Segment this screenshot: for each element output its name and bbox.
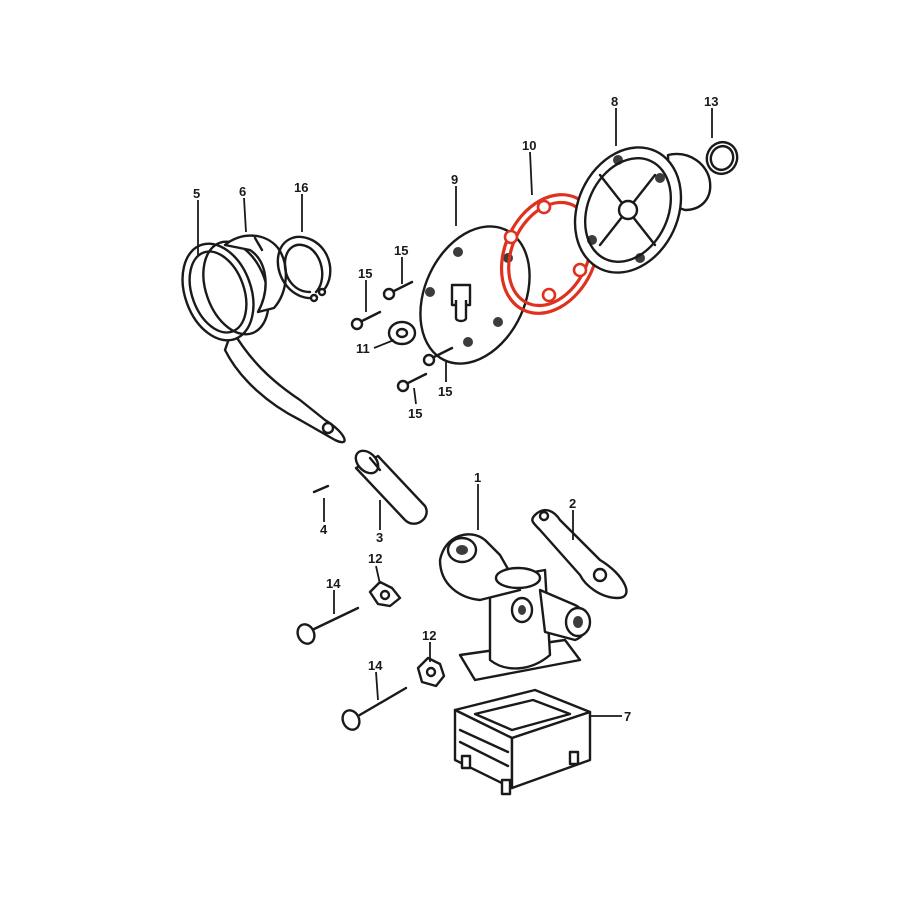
lock-washer-12b [416, 656, 446, 688]
part-5-lever-arm [181, 240, 346, 444]
callout-2: 2 [569, 496, 576, 511]
callout-1: 1 [474, 470, 481, 485]
part-11-washer [387, 320, 417, 346]
part-13-o-ring [705, 140, 739, 176]
callout-10: 10 [522, 138, 536, 153]
callout-14b: 14 [368, 658, 383, 673]
callout-8: 8 [611, 94, 618, 109]
screw-15a [382, 280, 414, 301]
part-3-shaft [354, 449, 428, 525]
callout-9: 9 [451, 172, 458, 187]
screw-15d [396, 372, 428, 393]
part-4-pin [312, 484, 330, 494]
callout-12a: 12 [368, 551, 382, 566]
callout-5: 5 [193, 186, 200, 201]
bolt-14a [296, 606, 360, 645]
part-15-screws [350, 280, 454, 393]
part-16-snap-ring [276, 235, 332, 303]
callout-13: 13 [704, 94, 718, 109]
callout-6: 6 [239, 184, 246, 199]
callout-15d: 15 [408, 406, 422, 421]
callout-16: 16 [294, 180, 308, 195]
part-10-gasket-highlighted [499, 193, 601, 315]
callout-15c: 15 [438, 384, 452, 399]
lock-washer-12a [368, 580, 402, 608]
part-7-strainer [453, 688, 592, 796]
screw-15c [422, 346, 454, 367]
callout-11: 11 [356, 341, 370, 356]
part-2-lever [531, 508, 628, 600]
screw-15b [350, 310, 382, 331]
callout-14a: 14 [326, 576, 341, 591]
callout-15b: 15 [358, 266, 372, 281]
part-9-pump-plate [419, 225, 531, 365]
part-12-lock-washers [368, 580, 446, 688]
callout-labels: 5 6 16 9 10 8 13 15 15 11 15 15 1 2 3 4 … [193, 94, 718, 724]
leader-lines [197, 108, 713, 717]
callout-3: 3 [376, 530, 383, 545]
part-8-pump-cover [573, 146, 712, 274]
part-1-pump-body [438, 533, 592, 682]
callout-12b: 12 [422, 628, 436, 643]
part-14-bolts [296, 606, 408, 731]
callout-15a: 15 [394, 243, 408, 258]
callout-7: 7 [624, 709, 631, 724]
bolt-14b [341, 686, 408, 731]
callout-4: 4 [320, 522, 328, 537]
part-6-collar [223, 234, 288, 314]
